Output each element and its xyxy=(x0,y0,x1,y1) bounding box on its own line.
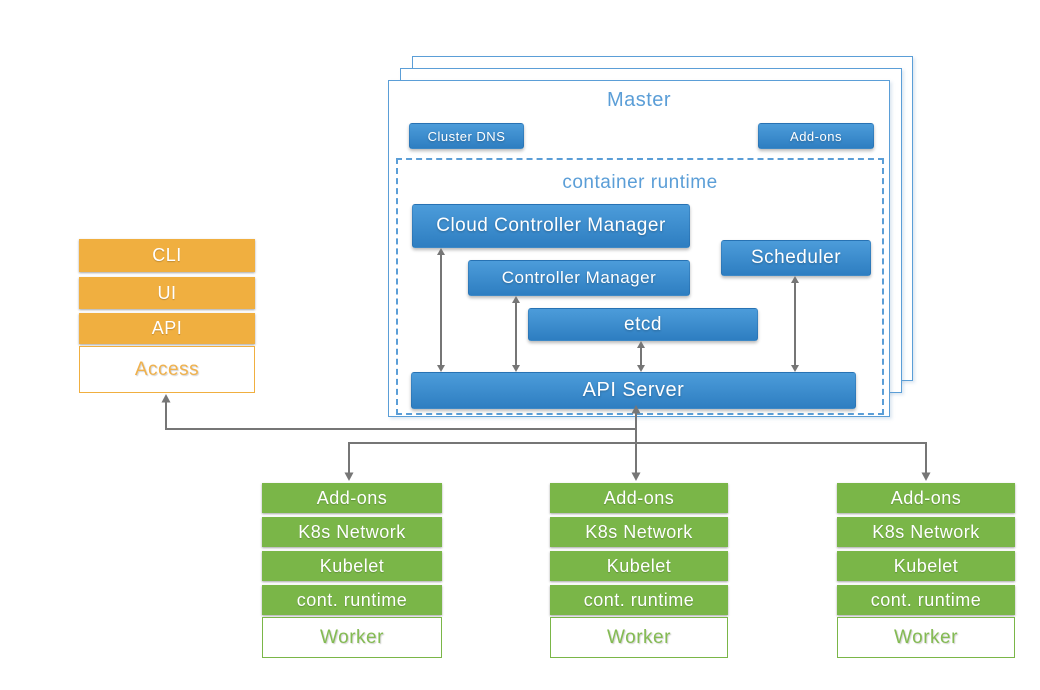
arrowhead-down-worker-3 xyxy=(921,472,931,481)
access-label-box: Access xyxy=(79,346,255,393)
worker-row-addons: Add-ons xyxy=(837,483,1015,513)
double-arrow-scheduler-api-server xyxy=(791,276,799,372)
worker-row-k8s-network: K8s Network xyxy=(262,517,442,547)
scheduler-box: Scheduler xyxy=(721,240,871,276)
worker-label-box: Worker xyxy=(837,617,1015,658)
worker-stack-3: Add-ons K8s Network Kubelet cont. runtim… xyxy=(837,483,1015,658)
api-server-box: API Server xyxy=(411,372,856,409)
cluster-dns-box: Cluster DNS xyxy=(409,123,524,149)
worker-row-addons: Add-ons xyxy=(550,483,728,513)
worker-stack-2: Add-ons K8s Network Kubelet cont. runtim… xyxy=(550,483,728,658)
worker-row-cont-runtime: cont. runtime xyxy=(550,585,728,615)
access-row-cli: CLI xyxy=(79,239,255,272)
arrowhead-down-worker-1 xyxy=(344,472,354,481)
worker-row-k8s-network: K8s Network xyxy=(550,517,728,547)
master-title: Master xyxy=(606,89,672,111)
controller-manager-box: Controller Manager xyxy=(468,260,690,296)
worker-row-cont-runtime: cont. runtime xyxy=(837,585,1015,615)
cloud-controller-manager-box: Cloud Controller Manager xyxy=(412,204,690,248)
access-stack: CLI UI API Access xyxy=(79,239,255,393)
worker-label-box: Worker xyxy=(550,617,728,658)
master-addons-box: Add-ons xyxy=(758,123,874,149)
access-row-ui: UI xyxy=(79,277,255,309)
worker-row-cont-runtime: cont. runtime xyxy=(262,585,442,615)
master-box: Master Cluster DNS Add-ons container run… xyxy=(388,80,890,417)
worker-row-kubelet: Kubelet xyxy=(262,551,442,581)
access-row-api: API xyxy=(79,313,255,344)
worker-row-kubelet: Kubelet xyxy=(550,551,728,581)
double-arrow-cloud-controller-manager-api-server xyxy=(437,248,445,372)
double-arrow-etcd-api-server xyxy=(637,341,645,372)
arrowhead-down-worker-2 xyxy=(631,472,641,481)
arrowhead-up-access xyxy=(161,394,171,403)
container-runtime-box: container runtime Cloud Controller Manag… xyxy=(396,158,884,415)
worker-label-box: Worker xyxy=(262,617,442,658)
etcd-box: etcd xyxy=(528,308,758,341)
double-arrow-controller-manager-api-server xyxy=(512,296,520,372)
connector-apiserver-workers xyxy=(348,442,927,473)
worker-row-k8s-network: K8s Network xyxy=(837,517,1015,547)
worker-row-kubelet: Kubelet xyxy=(837,551,1015,581)
container-runtime-title: container runtime xyxy=(562,172,718,193)
worker-stack-1: Add-ons K8s Network Kubelet cont. runtim… xyxy=(262,483,442,658)
worker-row-addons: Add-ons xyxy=(262,483,442,513)
